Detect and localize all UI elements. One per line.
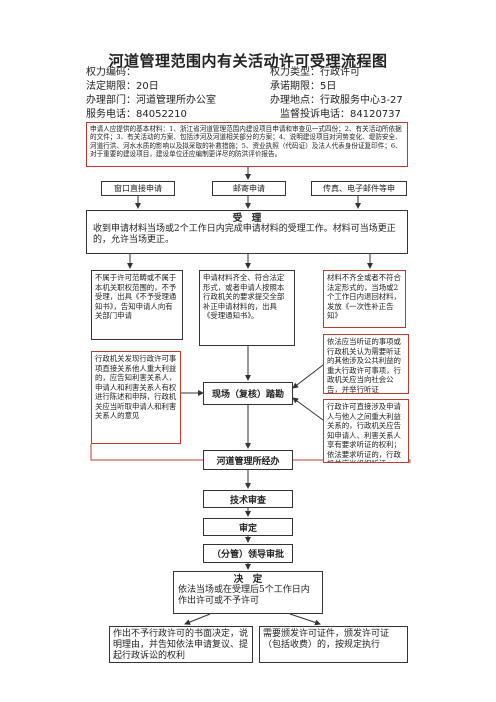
complaint-phone: 监督投诉电话：84120737 [280, 109, 401, 120]
step-approval: 审定 [203, 518, 293, 536]
outcome-permit-issued: 需要颁发许可证件，颁发许可证（包括收费）的，按规定执行 [259, 626, 408, 663]
branch-not-accepted: 不属于许可范畴或不属于本机关职权范围的，不予受理，出具《不予受理通知书》，告知申… [91, 270, 183, 340]
note-interested-parties: 行政机关发现行政许可事项直接关系他人重大利益的，应告知利害关系人，申请人和利害关… [91, 351, 181, 444]
decision-text: 依法当场或在受理后5个工作日内作出许可或不予许可 [178, 585, 310, 606]
step-site-inspection: 现场（复核）踏勘 [203, 382, 293, 405]
step-river-office: 河道管理所经办 [203, 450, 293, 470]
decision-heading: 决 定 [233, 574, 263, 585]
legal-deadline: 法定期限：20日 [86, 81, 159, 92]
handling-location: 办理地点：行政服务中心3-27 [270, 95, 403, 106]
power-code: 权力编码： [86, 67, 136, 78]
required-materials: 申请人应提供的基本材料：1、浙江省河道管理范围内建设项目申请和审查见一式四份；2… [86, 122, 408, 167]
power-type: 权力类型：行政许可 [270, 67, 360, 78]
service-phone: 服务电话：84052210 [86, 109, 187, 120]
accept-box: 受 理 收到申请材料当场或2个工作日内完成申请材料的受理工作。材料可当场更正的，… [86, 210, 408, 254]
note-hearing-rights: 行政许可直接涉及申请人与他人之间重大利益关系的，行政机关应告知申请人、利害关系人… [323, 399, 409, 463]
handling-dept: 办理部门：河道管理所办公室 [86, 95, 216, 106]
step-leader-approval: （分管）领导审批 [203, 544, 293, 563]
decision-box: 决 定 依法当场或在受理后5个工作日内作出许可或不予许可 [173, 571, 323, 614]
channel-mail: 邮寄申请 [212, 181, 286, 196]
branch-accepted: 申请材料齐全、符合法定形式，或者申请人按照本行政机关的要求提交全部补正申请材料的… [199, 270, 295, 346]
promise-deadline: 承诺期限：5日 [270, 81, 337, 92]
accept-text: 收到申请材料当场或2个工作日内完成申请材料的受理工作。材料可当场更正的，允许当场… [93, 224, 396, 245]
channel-fax-email: 传真、电子邮件等申 [311, 181, 407, 196]
note-public-hearing: 依法应当听证的事项或行政机关认为需要听证的其他涉及公共利益的重大行政许可事项，行… [323, 334, 409, 394]
outcome-denied: 作出不予行政许可的书面决定，说明理由，并告知依法申请复议、提起行政诉讼的权利 [109, 626, 253, 663]
channel-window: 窗口直接申请 [101, 181, 175, 196]
page-title: 河道管理范围内有关活动许可受理流程图 [108, 52, 388, 70]
branch-correction: 材料不齐全或者不符合法定形式的，当场或2个工作日内退回材料，发放《一次性补正告知… [323, 270, 406, 328]
step-technical-review: 技术审查 [203, 490, 293, 508]
accept-heading: 受 理 [232, 213, 262, 224]
